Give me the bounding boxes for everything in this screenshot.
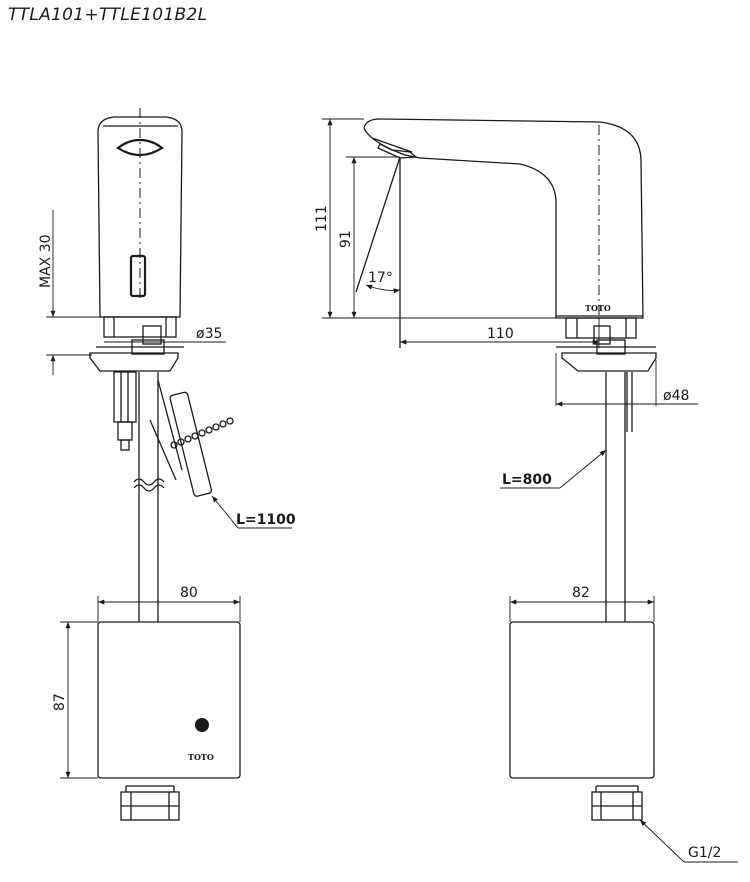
dim-box-width-82: 82 (572, 585, 590, 601)
dim-box-height-87: 87 (52, 693, 68, 711)
box-logo-front: TOTO (188, 752, 214, 762)
faucet-body-front (97, 116, 183, 318)
power-indicator-dot (195, 718, 209, 732)
dim-diameter-35: ø35 (196, 326, 222, 342)
hose-front (169, 391, 213, 497)
dim-height-111: 111 (314, 205, 330, 232)
control-box-front (97, 621, 241, 779)
dim-box-width-80: 80 (180, 585, 198, 601)
dim-height-91: 91 (338, 230, 354, 248)
mounting-washer-front (89, 352, 179, 372)
dim-max-30: MAX 30 (38, 234, 54, 288)
bead-chain (170, 417, 234, 449)
faucet-spout-side (363, 118, 644, 319)
dim-hose-length-800: L=800 (502, 472, 552, 488)
dim-reach-110: 110 (487, 326, 514, 342)
body-logo-side: TOTO (585, 303, 611, 313)
dim-thread-g-half: G1/2 (688, 845, 721, 861)
control-box-side (509, 621, 655, 779)
drawing-title: TTLA101+TTLE101B2L (8, 5, 208, 25)
front-view: TOTO MAX 30 ø35 L=1100 80 87 (38, 108, 296, 821)
mounting-washer-side (561, 352, 657, 372)
dim-angle-17: 17° (368, 270, 393, 286)
sensor-indicator (129, 254, 147, 298)
side-view: TOTO 111 91 (314, 118, 738, 863)
dim-diameter-48: ø48 (663, 388, 689, 404)
dim-hose-length-1100: L=1100 (236, 512, 296, 528)
